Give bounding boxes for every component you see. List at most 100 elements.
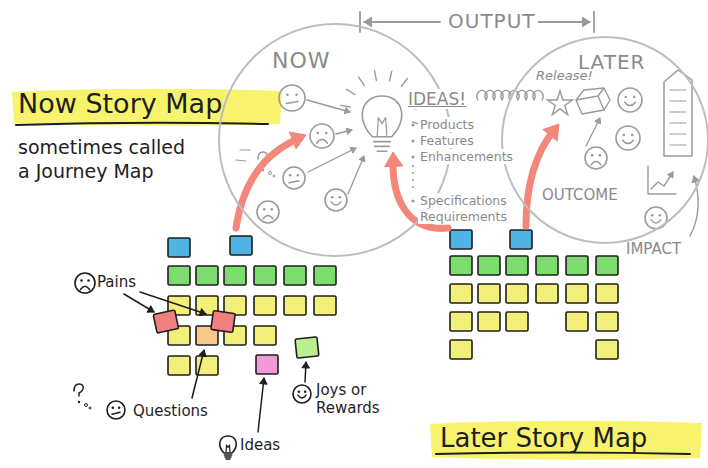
face-mouth [331, 202, 341, 205]
face-outline [257, 201, 279, 223]
sticky-note [168, 266, 190, 285]
thought-dot [89, 407, 91, 409]
leader-line [140, 292, 206, 314]
face-mouth [651, 220, 661, 223]
leader-line [147, 306, 154, 312]
sticky-note [168, 356, 190, 375]
bulb-ray [347, 89, 355, 94]
outcome-label: OUTCOME [542, 186, 618, 204]
leader-line [258, 378, 264, 432]
output-arrow [364, 17, 372, 27]
face-icon [75, 273, 95, 293]
sticky-note [478, 284, 500, 303]
list-item: Features [418, 133, 476, 148]
building-floor [670, 123, 686, 124]
output-bar [593, 12, 595, 32]
sticky-note [450, 312, 472, 331]
sticky-note [450, 284, 472, 303]
map-subtitle: sometimes called a Journey Map [18, 136, 193, 184]
release-star [548, 91, 573, 115]
bulb-base [225, 456, 231, 458]
face-mouth [625, 102, 636, 105]
sticky-note [168, 238, 190, 257]
face-outline [325, 189, 347, 211]
face-outline [293, 385, 311, 403]
sticky-note [450, 256, 472, 275]
leader-line [124, 294, 154, 312]
face-eye [80, 279, 83, 282]
big-arrow-head [289, 132, 306, 149]
chart-head [668, 172, 673, 178]
face-icon [618, 88, 642, 112]
output-label: OUTPUT [446, 9, 538, 33]
face-mouth [112, 412, 120, 414]
underline [16, 123, 268, 125]
sticky-note [254, 266, 276, 285]
question-dot [78, 401, 80, 403]
face-outline [107, 401, 125, 419]
sticky-note [478, 256, 500, 275]
callout-label: Questions [133, 402, 208, 420]
face-outline [279, 85, 305, 111]
sticky-note [224, 266, 246, 285]
face-eye [118, 406, 121, 409]
highlight-band [430, 421, 702, 460]
sticky-note [254, 326, 276, 345]
building-icon [664, 70, 692, 156]
face-icon [310, 124, 334, 148]
face-eye [633, 96, 636, 99]
outcome-arrow [595, 118, 601, 124]
building-floor [670, 145, 686, 146]
bulb-base [374, 141, 391, 143]
face-icon [325, 189, 347, 211]
idea-arrow [346, 128, 352, 134]
face-eye [297, 174, 300, 177]
sticky-note [506, 256, 528, 275]
face-icon [107, 401, 125, 419]
big-arrow-head [385, 152, 403, 167]
leader-line [199, 350, 206, 357]
big-arrow-head [543, 124, 559, 141]
callout-label: Pains [97, 273, 136, 291]
output-arrow [582, 17, 590, 27]
sticky-note [284, 266, 306, 285]
circle-stroke [219, 24, 451, 256]
face-eye [631, 134, 634, 137]
face-icon [585, 147, 607, 169]
list-item: Requirements [418, 209, 509, 224]
sticky-note [566, 284, 588, 303]
face-icon [616, 126, 640, 150]
leader-line [199, 309, 206, 316]
bulb-base [226, 458, 230, 460]
face-mouth [81, 286, 90, 289]
leader-line [302, 362, 309, 368]
bulb-ray [375, 71, 377, 81]
sticky-note [450, 340, 472, 359]
ideas-heading: IDEAS! [406, 89, 468, 109]
output-arrow [536, 21, 590, 23]
face-eye [591, 154, 594, 157]
sticky-note [314, 296, 336, 315]
bulb-base [377, 150, 387, 152]
face-icon [283, 167, 305, 189]
bulb-filament [226, 445, 230, 453]
lightbulb-icon [362, 96, 401, 151]
list-bullet [411, 199, 414, 202]
face-eye [304, 390, 307, 393]
list-item: Enhancements [418, 149, 515, 164]
output-bar [359, 12, 361, 32]
circle-stroke [502, 37, 708, 243]
building-floor [670, 134, 686, 135]
idea-arrow [348, 156, 364, 194]
face-icon [279, 85, 305, 111]
face-eye [623, 134, 626, 137]
sticky-note [478, 312, 500, 331]
sticky-note [536, 284, 558, 303]
sticky-note [254, 296, 276, 315]
region-heading: NOW [272, 48, 331, 74]
face-outline [75, 273, 95, 293]
face-eye [599, 154, 602, 157]
sticky-note [295, 337, 319, 358]
face-icon [257, 201, 279, 223]
